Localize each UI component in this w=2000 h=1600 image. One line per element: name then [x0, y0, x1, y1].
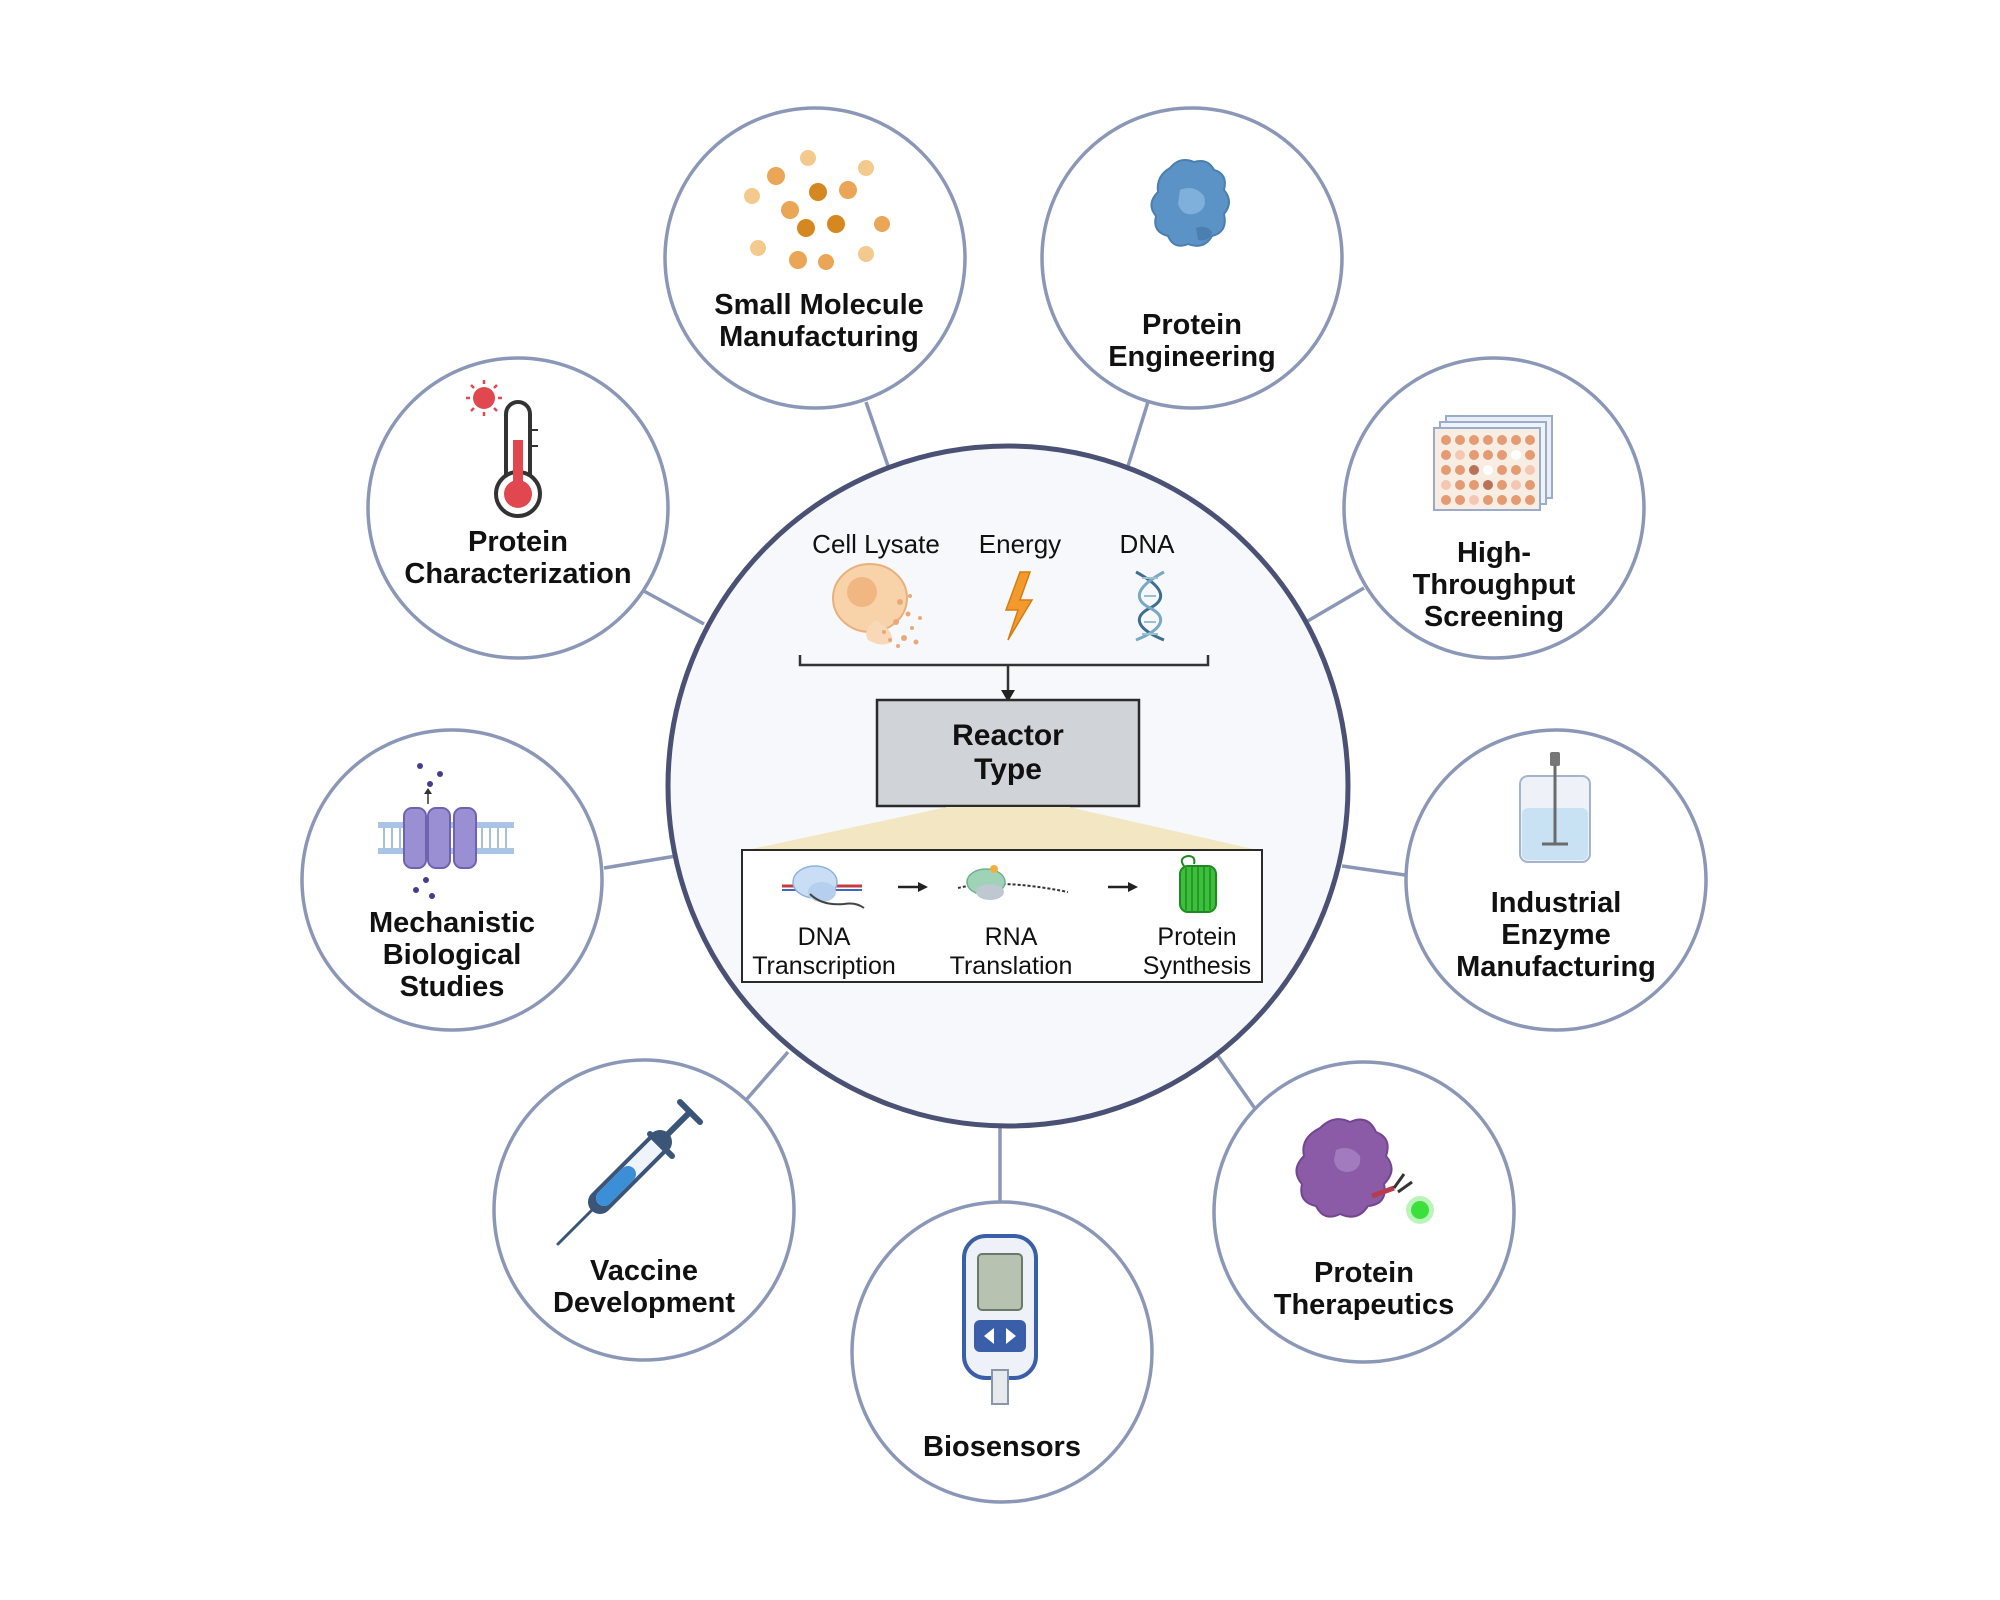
high-throughput-title-line2: Throughput	[1413, 569, 1576, 601]
application-small-molecule: Small Molecule Manufacturing	[663, 106, 967, 410]
small-molecule-title-line1: Small Molecule	[714, 289, 924, 321]
step-translation-line1: RNA	[985, 923, 1038, 951]
transcription-icon	[782, 865, 865, 909]
application-biosensors: Biosensors	[850, 1200, 1154, 1504]
high-throughput-title-line3: Screening	[1424, 601, 1564, 633]
reactor-label-line2: Type	[974, 753, 1042, 786]
application-vaccine: Vaccine Development	[492, 1058, 796, 1362]
ingredient-merge-bracket	[798, 655, 1210, 702]
vaccine-title-line2: Development	[553, 1287, 735, 1319]
ingredient-dna-label: DNA	[1120, 529, 1176, 559]
therapeutic-protein-icon	[1295, 1118, 1434, 1224]
sun-icon	[466, 380, 502, 416]
ingredient-cell-lysate-label: Cell Lysate	[812, 529, 940, 559]
ingredient-energy-label: Energy	[979, 529, 1061, 559]
gfp-protein-icon	[1179, 854, 1217, 913]
reactor-type-box: Reactor Type	[875, 698, 1141, 808]
arrow-icon	[898, 882, 928, 892]
expression-process-box: DNA Transcription RNA Translation Protei…	[741, 849, 1263, 983]
bioreactor-icon	[1519, 752, 1591, 863]
application-industrial-enzyme: Industrial Enzyme Manufacturing	[1404, 728, 1708, 1032]
small-molecule-title-line2: Manufacturing	[719, 321, 919, 353]
protein-characterization-title-line2: Characterization	[404, 558, 631, 590]
protein-therapeutics-title-line1: Protein	[1314, 1257, 1414, 1289]
arrow-icon	[1108, 882, 1138, 892]
small-molecules-icon	[744, 150, 890, 270]
mechanistic-title-line1: Mechanistic	[369, 907, 535, 939]
application-protein-engineering: Protein Engineering	[1040, 106, 1344, 410]
dna-helix-icon	[1135, 570, 1165, 642]
step-synthesis-line2: Synthesis	[1143, 952, 1251, 980]
biosensors-title: Biosensors	[923, 1431, 1081, 1463]
application-high-throughput-screening: High- Throughput Screening	[1342, 356, 1646, 660]
center-reactor-panel: Cell Lysate Energy DNA	[665, 443, 1351, 1129]
industrial-enzyme-title-line2: Enzyme	[1501, 919, 1611, 951]
cell-lysate-icon	[832, 563, 922, 648]
glucose-meter-icon	[962, 1234, 1038, 1405]
protein-therapeutics-title-line2: Therapeutics	[1274, 1289, 1455, 1321]
protein-engineering-title-line2: Engineering	[1108, 341, 1276, 373]
vaccine-title-line1: Vaccine	[590, 1255, 698, 1287]
step-transcription-line1: DNA	[798, 923, 851, 951]
zoom-wedge	[742, 807, 1262, 851]
thermometer-icon	[494, 400, 542, 518]
well-plate-icon	[1433, 415, 1553, 511]
application-protein-therapeutics: Protein Therapeutics	[1212, 1060, 1516, 1364]
reactor-label-line1: Reactor	[952, 719, 1064, 752]
lightning-bolt-icon	[1004, 571, 1034, 641]
membrane-channel-icon	[378, 763, 514, 899]
protein-engineering-title-line1: Protein	[1142, 309, 1242, 341]
step-synthesis-line1: Protein	[1157, 923, 1236, 951]
industrial-enzyme-title-line3: Manufacturing	[1456, 951, 1656, 983]
translation-icon	[957, 865, 1069, 900]
protein-structure-icon	[1150, 159, 1230, 247]
step-translation-line2: Translation	[950, 952, 1073, 980]
protein-characterization-title-line1: Protein	[468, 526, 568, 558]
industrial-enzyme-title-line1: Industrial	[1491, 887, 1622, 919]
connector-lines	[603, 401, 1413, 1216]
mechanistic-title-line2: Biological	[383, 939, 522, 971]
application-mechanistic-studies: Mechanistic Biological Studies	[300, 728, 604, 1032]
mechanistic-title-line3: Studies	[400, 971, 505, 1003]
application-protein-characterization: Protein Characterization	[366, 356, 670, 660]
step-transcription-line2: Transcription	[752, 952, 896, 980]
high-throughput-title-line1: High-	[1457, 537, 1531, 569]
syringe-icon	[556, 1099, 703, 1246]
